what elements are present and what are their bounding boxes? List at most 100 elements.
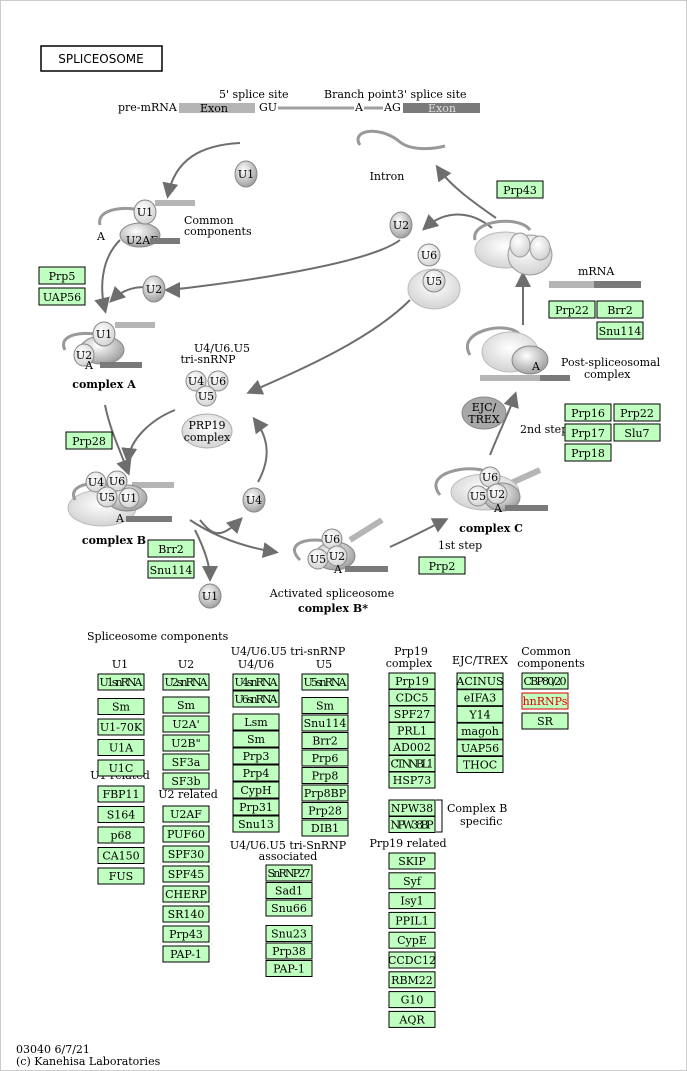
gene-box-u46-8[interactable]: Snu13 xyxy=(232,815,280,833)
gene-box-prp19-0[interactable]: Prp19 xyxy=(388,672,436,690)
gene-box-u46-2[interactable]: Lsm xyxy=(232,713,280,731)
gene-box-prp19_related-1[interactable]: Syf xyxy=(388,872,436,890)
gene-box-tri_assoc-4[interactable]: Prp38 xyxy=(265,942,313,960)
gene-box-prp19_related-7[interactable]: G10 xyxy=(388,991,436,1009)
gene-box-u2-5[interactable]: SF3b xyxy=(162,772,210,790)
gene-box-complexb_specific-1[interactable]: NPW38BP xyxy=(388,816,436,833)
gene-box-u2_related-0[interactable]: U2AF xyxy=(162,805,210,823)
gene-box-snu114[interactable]: Snu114 xyxy=(147,560,195,579)
gene-box-prp19_related-3[interactable]: PPIL1 xyxy=(388,911,436,929)
gene-box-prp18[interactable]: Prp18 xyxy=(564,443,612,462)
gene-box-u1-3[interactable]: U1A xyxy=(97,739,145,756)
gene-box-ejc-1[interactable]: eIFA3 xyxy=(456,689,504,707)
gene-box-u2-4[interactable]: SF3a xyxy=(162,753,210,771)
gene-box-prp19_related-5-label: CCDC12 xyxy=(388,954,436,967)
gene-box-prp43[interactable]: Prp43 xyxy=(496,180,544,199)
gene-box-u1_related-0[interactable]: FBP11 xyxy=(97,785,145,803)
gene-box-u2_related-3[interactable]: SPF45 xyxy=(162,865,210,883)
gene-box-u1_related-4[interactable]: FUS xyxy=(97,867,145,885)
gene-box-u1-4[interactable]: U1C xyxy=(97,759,145,777)
ejc-heading: EJC/TREX xyxy=(452,654,508,667)
gene-box-ejc-5[interactable]: THOC xyxy=(456,756,504,773)
gene-box-prp19_related-8[interactable]: AQR xyxy=(388,1010,436,1028)
gene-box-prp19_related-2[interactable]: Isy1 xyxy=(388,892,436,910)
gene-box-prp2[interactable]: Prp2 xyxy=(418,556,466,575)
gene-box-u46-5[interactable]: Prp4 xyxy=(232,764,280,782)
gene-box-prp16[interactable]: Prp16 xyxy=(564,403,612,422)
gene-box-u5-4[interactable]: Prp6 xyxy=(301,749,349,767)
gene-box-prp19-1[interactable]: CDC5 xyxy=(388,689,436,706)
gene-box-brr2[interactable]: Brr2 xyxy=(147,539,195,558)
gene-box-u46-0-label: U4snRNA xyxy=(235,676,279,689)
gene-box-u46-0[interactable]: U4snRNA xyxy=(232,673,280,691)
gene-box-u5-7[interactable]: Prp28 xyxy=(301,802,349,819)
gene-box-u2_related-1[interactable]: PUF60 xyxy=(162,825,210,843)
gene-box-u5-5[interactable]: Prp8 xyxy=(301,767,349,784)
gene-box-u2_related-7[interactable]: PAP-1 xyxy=(162,945,210,963)
gene-box-u1_related-1[interactable]: S164 xyxy=(97,806,145,823)
gene-box-u5-8[interactable]: DIB1 xyxy=(301,819,349,837)
gene-box-prp17[interactable]: Prp17 xyxy=(564,423,612,442)
gene-box-prp22b[interactable]: Prp22 xyxy=(613,403,661,422)
gene-box-common-0[interactable]: CBP80/20 xyxy=(521,672,569,690)
gene-box-u5-0[interactable]: U5snRNA xyxy=(301,673,349,691)
complex-c-label: complex C xyxy=(459,522,523,535)
gene-box-uap56[interactable]: UAP56 xyxy=(38,287,86,306)
gene-box-u5-1[interactable]: Sm xyxy=(301,697,349,714)
gene-box-prp19-6[interactable]: HSP73 xyxy=(388,771,436,789)
gene-box-u1_related-3[interactable]: CA150 xyxy=(97,847,145,864)
gene-box-ejc-3[interactable]: magoh xyxy=(456,722,504,740)
gene-box-prp19_related-0[interactable]: SKIP xyxy=(388,852,436,870)
gene-box-u2-2[interactable]: U2A' xyxy=(162,715,210,733)
gene-box-u46-1[interactable]: U6snRNA xyxy=(232,690,280,708)
gene-box-u1-1-label: Sm xyxy=(112,701,131,714)
gene-box-u46-7-label: Prp31 xyxy=(239,801,273,814)
gene-box-ejc-4[interactable]: UAP56 xyxy=(456,739,504,757)
gene-box-u46-6[interactable]: CypH xyxy=(232,781,280,799)
gene-box-u1_related-2[interactable]: p68 xyxy=(97,826,145,844)
gene-box-prp28[interactable]: Prp28 xyxy=(65,431,113,450)
gene-box-u2-3[interactable]: U2B" xyxy=(162,734,210,752)
gene-box-u2_related-4[interactable]: CHERP xyxy=(162,885,210,903)
gene-box-slu7[interactable]: Slu7 xyxy=(613,423,661,442)
gene-box-u5-6[interactable]: Prp8BP xyxy=(301,784,349,802)
gene-box-prp19-0-label: Prp19 xyxy=(395,675,429,688)
gene-box-u5-2[interactable]: Snu114 xyxy=(301,714,349,732)
gene-box-prp19_related-4[interactable]: CypE xyxy=(388,931,436,949)
gene-box-u46-4[interactable]: Prp3 xyxy=(232,747,280,765)
gene-box-u1-0[interactable]: U1snRNA xyxy=(97,673,145,691)
gene-box-tri_assoc-0[interactable]: SnRNP27 xyxy=(265,864,313,882)
gene-box-u2_related-5[interactable]: SR140 xyxy=(162,905,210,923)
gene-box-brr2b[interactable]: Brr2 xyxy=(596,300,644,319)
gene-box-common-2[interactable]: SR xyxy=(521,712,569,730)
gene-box-prp19-2[interactable]: SPF27 xyxy=(388,705,436,723)
gene-box-complexb_specific-0[interactable]: NPW38 xyxy=(388,799,436,817)
gene-box-prp19-4[interactable]: AD002 xyxy=(388,738,436,756)
gene-box-tri_assoc-1[interactable]: Sad1 xyxy=(265,882,313,899)
gene-box-u2-0[interactable]: U2snRNA xyxy=(162,673,210,691)
gene-box-u2_related-2[interactable]: SPF30 xyxy=(162,845,210,863)
gene-box-u2_related-6[interactable]: Prp43 xyxy=(162,925,210,943)
gene-box-u46-7[interactable]: Prp31 xyxy=(232,798,280,816)
gene-box-tri_assoc-3[interactable]: Snu23 xyxy=(265,925,313,942)
gene-box-u5-3[interactable]: Brr2 xyxy=(301,732,349,749)
gene-box-ejc-2[interactable]: Y14 xyxy=(456,705,504,723)
gene-box-tri_assoc-2[interactable]: Snu66 xyxy=(265,899,313,917)
gene-box-u1-2[interactable]: U1-70K xyxy=(97,718,145,736)
gene-box-u1_related-0-label: FBP11 xyxy=(102,788,139,801)
gene-box-common-1[interactable]: hnRNPs xyxy=(521,692,569,710)
gene-box-prp19_related-6[interactable]: RBM22 xyxy=(388,971,436,989)
gene-box-u1-1[interactable]: Sm xyxy=(97,698,145,715)
gene-box-tri_assoc-5[interactable]: PAP-1 xyxy=(265,960,313,977)
gene-box-u1_related-2-label: p68 xyxy=(110,829,131,842)
gene-box-snu114b[interactable]: Snu114 xyxy=(596,321,644,340)
prp19-complex: PRP19 complex xyxy=(181,413,233,449)
gene-box-u2-1[interactable]: Sm xyxy=(162,696,210,714)
gene-box-prp22a[interactable]: Prp22 xyxy=(548,300,596,319)
gene-box-prp5[interactable]: Prp5 xyxy=(38,266,86,285)
gene-box-prp19-3[interactable]: PRL1 xyxy=(388,722,436,739)
gene-box-prp19-5[interactable]: CTNNBL1 xyxy=(388,755,436,772)
gene-box-ejc-0[interactable]: ACINUS xyxy=(455,672,504,690)
gene-box-prp19_related-5[interactable]: CCDC12 xyxy=(388,951,436,969)
gene-box-u46-3[interactable]: Sm xyxy=(232,730,280,748)
